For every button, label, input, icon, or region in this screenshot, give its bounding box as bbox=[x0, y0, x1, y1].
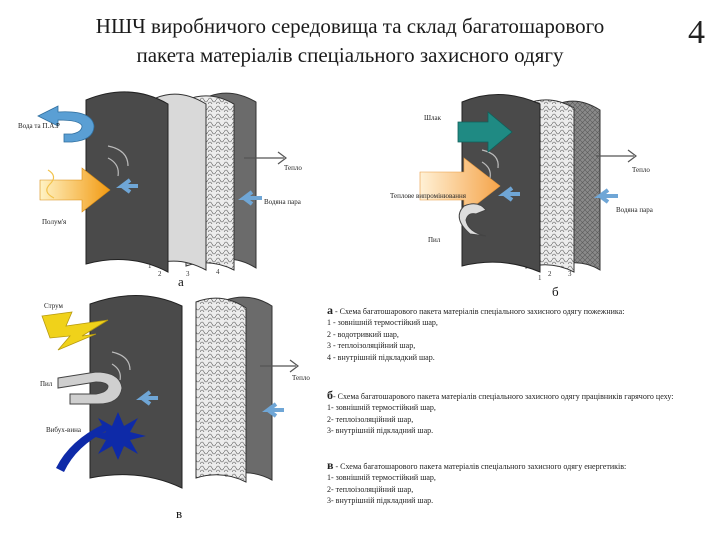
vapor-arrow-c1 bbox=[136, 390, 158, 406]
title-line-1: НШЧ виробничого середовища та склад бага… bbox=[95, 14, 605, 38]
vapor-arrow-a2 bbox=[238, 190, 262, 206]
layer-2-insulation-c bbox=[195, 297, 247, 483]
diagram-b: Шлак Теплове випромінювання Пил Тепло Во… bbox=[390, 94, 654, 299]
layer-num-b-2: 2 bbox=[548, 270, 552, 278]
vapor-arrow-b1 bbox=[498, 186, 520, 202]
label-heat: Полум'я bbox=[42, 218, 67, 226]
layer-num-a-4: 4 bbox=[216, 268, 220, 276]
description-b: б- Схема багатошарового пакета матеріалі… bbox=[327, 388, 674, 437]
layer-num-a-3: 3 bbox=[186, 270, 190, 278]
label-slag: Шлак bbox=[424, 114, 442, 122]
desc-c-text: - Схема багатошарового пакета матеріалів… bbox=[333, 462, 627, 471]
desc-a-letter: а bbox=[327, 303, 333, 317]
explosion-burst bbox=[92, 412, 146, 460]
description-a: а - Схема багатошарового пакета матеріал… bbox=[327, 303, 625, 363]
desc-c-item: 3- внутрішній підкладний шар. bbox=[327, 496, 434, 506]
lightning-bolt bbox=[41, 311, 109, 351]
vapor-arrow-a1 bbox=[116, 178, 138, 194]
radiation-arrow bbox=[419, 157, 501, 215]
heat-wave-1 bbox=[46, 169, 55, 199]
letter-c: в bbox=[176, 506, 182, 521]
desc-a-item: 4 - внутрішній підкладкий шар. bbox=[327, 352, 435, 362]
letter-a: а bbox=[178, 274, 184, 289]
desc-c-item: 1- зовнішній термостійкий шар, bbox=[327, 473, 436, 483]
label-water: Вода та П.А.Р bbox=[18, 122, 60, 130]
vapor-arrow-b2 bbox=[594, 188, 618, 204]
label-vapor-a: Водяна пара bbox=[264, 198, 302, 206]
layer-num-b-1: 1 bbox=[538, 274, 542, 282]
label-current: Струм bbox=[44, 302, 64, 310]
page-title: НШЧ виробничого середовища та склад бага… bbox=[30, 12, 670, 70]
diagram-c: Струм Пил Вибух-вина Тепло в bbox=[40, 295, 310, 521]
label-radiation: Теплове випромінювання bbox=[390, 192, 467, 200]
desc-b-text: - Схема багатошарового пакета матеріалів… bbox=[333, 392, 674, 401]
desc-b-letter: б bbox=[327, 388, 333, 402]
dust-swirl-b bbox=[458, 203, 487, 237]
diagram-a: Вода та П.А.Р Полум'я Тепло Водяна пара … bbox=[18, 91, 302, 289]
desc-b-item: 3- внутрішній підкладний шар. bbox=[327, 426, 434, 436]
layer-num-a-2: 2 bbox=[158, 270, 162, 278]
label-warm-c: Тепло bbox=[292, 374, 310, 382]
label-dust-b: Пил bbox=[428, 236, 441, 244]
slag-arrow bbox=[457, 111, 513, 153]
desc-a-item: 3 - теплоізоляційний шар, bbox=[327, 341, 416, 351]
slide-number: 4 bbox=[688, 14, 705, 51]
description-c: в - Схема багатошарового пакета матеріал… bbox=[327, 458, 627, 507]
desc-a-text: - Схема багатошарового пакета матеріалів… bbox=[333, 307, 625, 316]
desc-c-letter: в bbox=[327, 458, 334, 472]
desc-c-item: 2- теплоізоляційний шар, bbox=[327, 484, 414, 494]
layer-num-a-1: 1 bbox=[148, 262, 152, 270]
water-arrow bbox=[37, 105, 95, 143]
desc-b-item: 2- теплоізоляційний шар, bbox=[327, 414, 414, 424]
dust-swirl-c bbox=[57, 371, 123, 405]
label-vapor-b: Водяна пара bbox=[616, 206, 654, 214]
title-line-2: пакета матеріалів спеціального захисного… bbox=[136, 43, 564, 67]
label-warm-b: Тепло bbox=[632, 166, 650, 174]
heat-arrow bbox=[39, 167, 111, 213]
vapor-arrow-c2 bbox=[262, 402, 284, 418]
desc-b-item: 1- зовнішній термостійкий шар, bbox=[327, 403, 436, 413]
desc-a-item: 1 - зовнішній термостійкий шар, bbox=[327, 318, 438, 328]
letter-b: б bbox=[552, 284, 559, 299]
label-explosive: Вибух-вина bbox=[46, 426, 82, 434]
label-warm-a: Тепло bbox=[284, 164, 302, 172]
layer-num-b-3: 3 bbox=[568, 270, 572, 278]
desc-a-item: 2 - водотривкий шар, bbox=[327, 329, 399, 339]
label-dust-c: Пил bbox=[40, 380, 53, 388]
